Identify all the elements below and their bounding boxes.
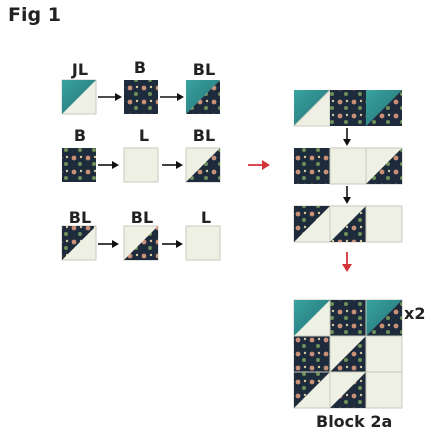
triangle-floral [330, 372, 366, 408]
arrow-head [112, 240, 119, 248]
arrow-head [343, 197, 351, 204]
square-light [123, 147, 159, 183]
row3-hst-light-floral [123, 225, 159, 261]
assembled-row1 [292, 88, 402, 127]
red-arrow-down [342, 252, 352, 272]
triangle-teal [294, 300, 330, 336]
assembled-row3 [293, 205, 403, 243]
red-arrow-right [248, 160, 270, 170]
row1-hst-teal-light [61, 79, 97, 115]
triangle-floral [294, 206, 330, 242]
arrow-head [177, 93, 184, 101]
triangle-floral [294, 372, 330, 408]
triangle-floral [366, 90, 402, 126]
row3-square-light [185, 225, 221, 261]
row1-hst-floral-teal [186, 80, 220, 114]
triangle-floral [186, 80, 220, 114]
square-floral [62, 148, 96, 182]
row3-hst-floral-light [61, 225, 97, 261]
triangle-floral [330, 336, 366, 372]
triangle-floral [366, 148, 402, 184]
triangle-floral [330, 206, 366, 242]
block-caption: Block 2a [316, 412, 393, 431]
row3-label-2: BL [130, 208, 154, 227]
multiplier-label: x2 [404, 304, 426, 323]
triangle-floral [186, 148, 220, 182]
square-floral [330, 300, 366, 336]
row1-square-floral [124, 80, 158, 114]
assembled-arrow-1 [343, 128, 351, 146]
triangle-floral [62, 226, 96, 260]
square-floral [294, 148, 330, 184]
row3-arrow-1 [98, 240, 119, 248]
arrow-head [343, 139, 351, 146]
row2-arrow-2 [162, 161, 183, 169]
row2-label-3: BL [192, 126, 216, 145]
arrow-head [342, 264, 352, 272]
assembled-row2 [294, 147, 403, 185]
triangle-teal [62, 80, 96, 114]
triangle-floral [124, 226, 158, 260]
square-light [329, 147, 367, 185]
square-floral [294, 336, 330, 372]
row1-arrow-1 [98, 93, 122, 101]
square-light [365, 205, 403, 243]
row2-square-light [123, 147, 159, 183]
row1-label-1: JL [71, 60, 89, 79]
row3-label-1: BL [68, 208, 92, 227]
row2-label-1: B [73, 126, 87, 145]
row1-label-2: B [133, 58, 147, 77]
square-light [185, 225, 221, 261]
row3-arrow-2 [162, 240, 183, 248]
row1-label-3: BL [192, 60, 216, 79]
row1-arrow-2 [160, 93, 184, 101]
assembled-arrow-2 [343, 186, 351, 204]
triangle-floral [366, 300, 402, 336]
row2-label-2: L [138, 126, 150, 145]
row2-hst-light-floral [185, 147, 221, 183]
row2-square-floral [62, 148, 96, 182]
arrow-head [176, 240, 183, 248]
square-floral [124, 80, 158, 114]
arrow-head [262, 160, 270, 170]
row2-arrow-1 [98, 161, 119, 169]
arrow-head [112, 161, 119, 169]
square-floral [330, 90, 366, 126]
final-block [293, 299, 403, 409]
row3-label-3: L [200, 208, 212, 227]
arrow-head [115, 93, 122, 101]
figure-title: Fig 1 [8, 4, 61, 26]
arrow-head [176, 161, 183, 169]
